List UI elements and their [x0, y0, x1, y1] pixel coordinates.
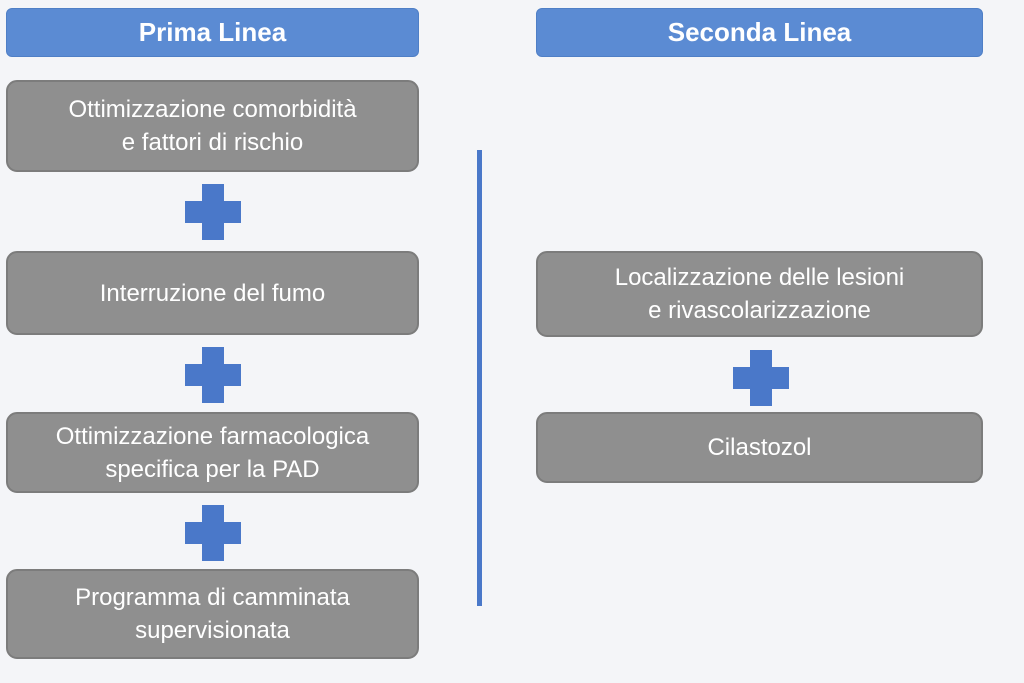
step-label-comorbidity: Ottimizzazione comorbidità e fattori di …: [68, 96, 357, 156]
step-box-walking: Programma di camminata supervisionata: [6, 569, 419, 659]
step-label-pharmacological: Ottimizzazione farmacologica specifica p…: [55, 422, 370, 483]
step-box-revascularization: Localizzazione delle lesioni e rivascola…: [536, 251, 983, 337]
step-box-smoking: Interruzione del fumo: [6, 251, 419, 335]
step-label-smoking: Interruzione del fumo: [99, 279, 326, 307]
step-label-cilostazol: Cilastozol: [707, 434, 812, 461]
step-box-pharmacological: Ottimizzazione farmacologica specifica p…: [6, 412, 419, 493]
step-box-cilostazol: Cilastozol: [536, 412, 983, 483]
step-box-comorbidity: Ottimizzazione comorbidità e fattori di …: [6, 80, 419, 172]
header-prima-linea: Prima Linea: [6, 8, 419, 57]
header-prima-linea-label: Prima Linea: [138, 17, 287, 47]
plus-icon: [185, 347, 241, 403]
plus-icon: [733, 350, 789, 406]
plus-icon: [185, 184, 241, 240]
plus-icon: [185, 505, 241, 561]
step-label-walking: Programma di camminata supervisionata: [75, 584, 350, 644]
column-divider: [477, 150, 482, 606]
step-label-revascularization: Localizzazione delle lesioni e rivascola…: [614, 264, 905, 324]
header-seconda-linea: Seconda Linea: [536, 8, 983, 57]
header-seconda-linea-label: Seconda Linea: [667, 17, 852, 47]
